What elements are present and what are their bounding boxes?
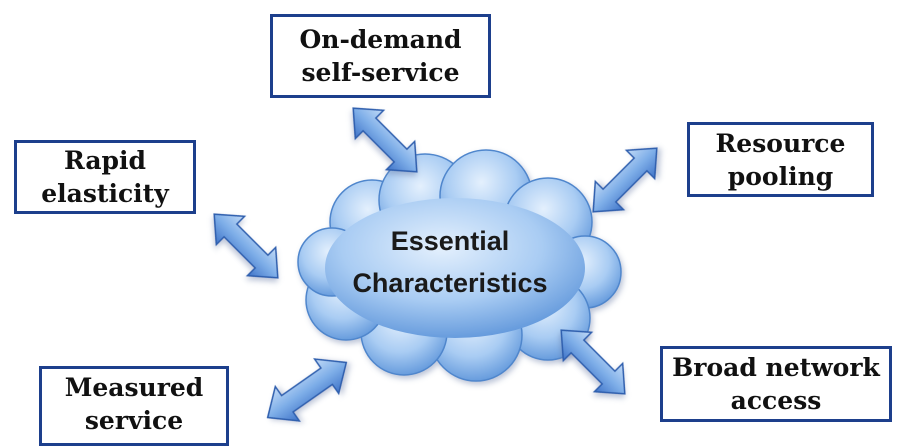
box-label-line2: pooling: [727, 161, 834, 191]
box-on-demand-self-service: On-demand self-service: [270, 14, 491, 98]
box-label-line1: Measured: [64, 373, 204, 402]
diagram-canvas: [213, 107, 658, 422]
box-rapid-elasticity: Rapid elasticity: [14, 140, 196, 214]
box-label-line2: access: [730, 386, 822, 415]
box-label-line2: service: [84, 406, 184, 435]
box-resource-pooling: Resource pooling: [687, 122, 874, 197]
box-label-line2: self-service: [301, 58, 460, 87]
box-label-line2: elasticity: [41, 179, 169, 208]
cloud-title-line2: Characteristics: [352, 268, 548, 298]
arrow-rapid: [213, 213, 279, 279]
box-label-line1: On-demand: [299, 25, 462, 54]
arrow-on-demand: [352, 107, 418, 173]
arrow-broad: [560, 329, 626, 395]
box-measured-service: Measured service: [39, 366, 229, 446]
box-label-line1: Resource: [715, 128, 846, 158]
cloud-title-line1: Essential: [390, 226, 510, 256]
box-broad-network-access: Broad network access: [660, 346, 892, 422]
arrow-resource: [592, 147, 658, 213]
box-label-line1: Rapid: [63, 146, 146, 175]
arrow-measured: [266, 358, 348, 422]
box-label-line1: Broad network: [672, 353, 880, 382]
